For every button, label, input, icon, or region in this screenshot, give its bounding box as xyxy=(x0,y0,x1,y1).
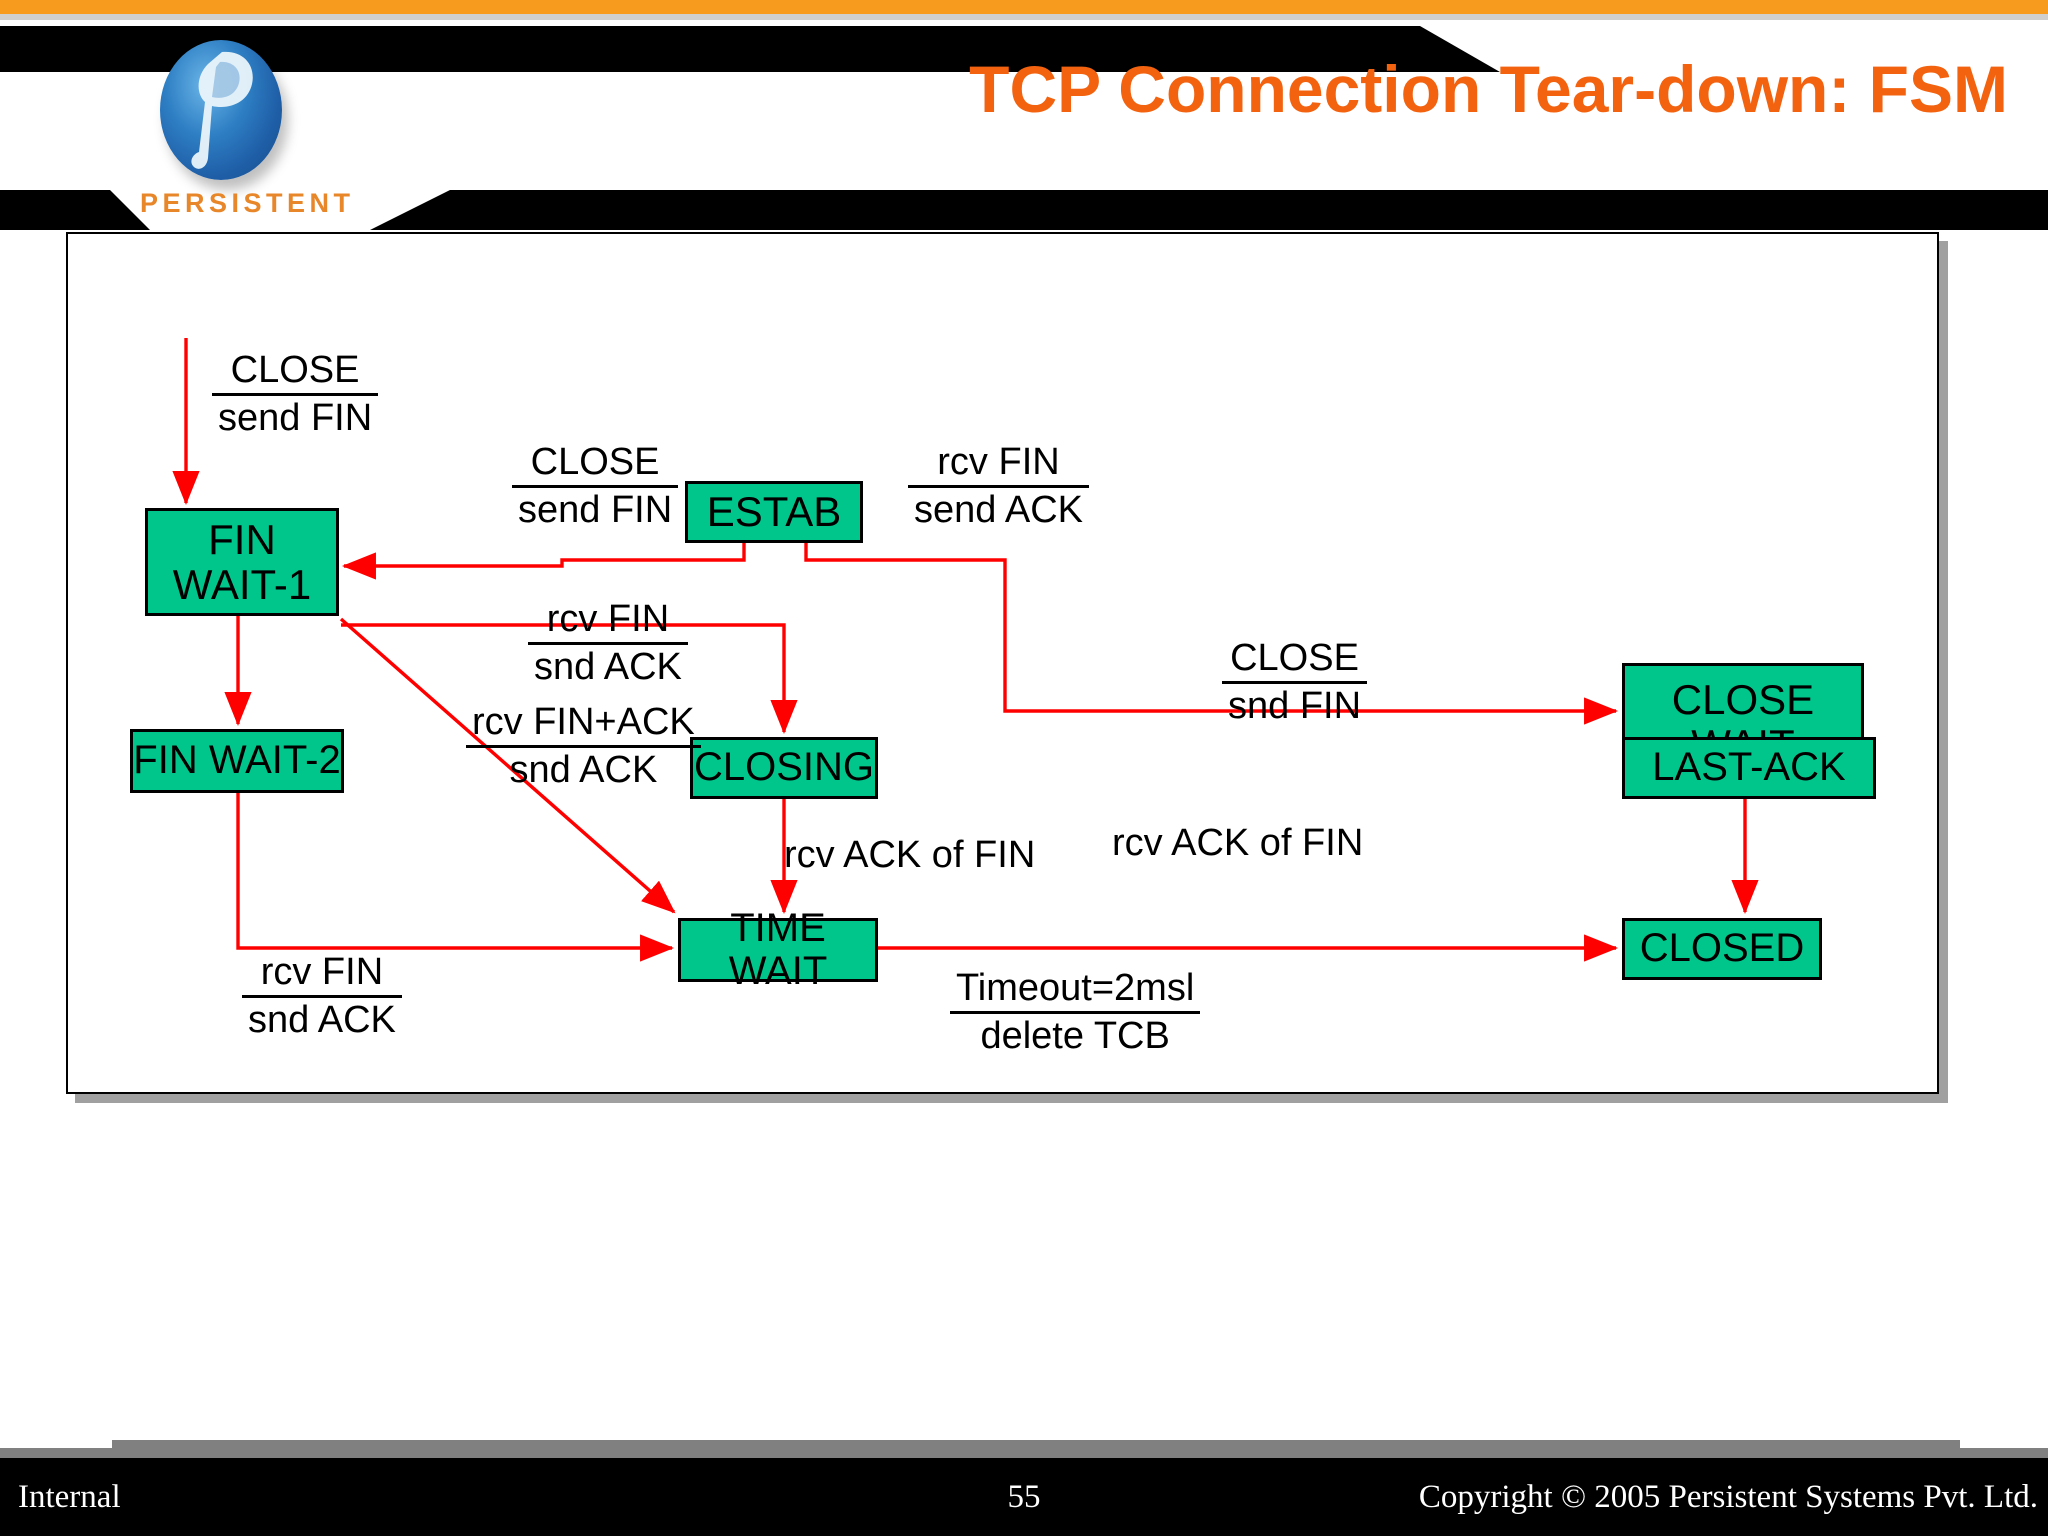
transition-event: CLOSE xyxy=(230,349,360,391)
state-last-ack[interactable]: LAST-ACK xyxy=(1622,737,1876,799)
transition-label-rcv-fin-ack-snd-ack: rcv FIN+ACK snd ACK xyxy=(466,700,701,793)
transition-label-rcv-fin-snd-ack-finwait2: rcv FIN snd ACK xyxy=(242,950,402,1043)
footer-notch-left xyxy=(0,1440,112,1448)
persistent-logo: PERSISTENT xyxy=(140,40,355,240)
transition-event: CLOSE xyxy=(530,441,660,483)
state-fin-wait-2[interactable]: FIN WAIT-2 xyxy=(130,729,344,793)
transition-action: delete TCB xyxy=(950,1010,1201,1059)
state-estab-label: ESTAB xyxy=(706,488,842,536)
transition-label-rcv-ack-of-fin-closing: rcv ACK of FIN xyxy=(784,834,1036,876)
logo-p-glyph-icon xyxy=(191,51,253,169)
transition-event: Timeout=2msl xyxy=(956,967,1195,1009)
transition-label-rcv-ack-of-fin-lastack: rcv ACK of FIN xyxy=(1112,822,1364,864)
state-closed[interactable]: CLOSED xyxy=(1622,918,1822,980)
footer-classification: Internal xyxy=(18,1479,121,1515)
footer-grey-band xyxy=(0,1440,2048,1458)
state-time-wait-label: TIME WAIT xyxy=(728,905,828,993)
page-title: TCP Connection Tear-down: FSM xyxy=(969,52,2008,126)
footer-notch-right xyxy=(1960,1440,2048,1448)
transition-action: send ACK xyxy=(908,484,1089,533)
transition-label-close-send-fin-estab: CLOSE send FIN xyxy=(512,440,679,533)
transition-event: CLOSE xyxy=(1230,637,1359,679)
transition-event: rcv FIN+ACK xyxy=(472,701,695,743)
transition-action: send FIN xyxy=(512,484,679,533)
footer-page-number: 55 xyxy=(1007,1479,1041,1515)
state-time-wait[interactable]: TIME WAIT xyxy=(678,906,878,993)
transition-action: snd ACK xyxy=(242,994,402,1043)
state-closed-label: CLOSED xyxy=(1639,926,1805,971)
header-black-band-bottom-left xyxy=(0,190,150,230)
state-estab[interactable]: ESTAB xyxy=(685,481,863,543)
transition-action: snd FIN xyxy=(1222,680,1368,729)
top-accent-bar-shadow xyxy=(0,14,2048,20)
state-closing-label: CLOSING xyxy=(693,745,875,790)
transition-event: rcv FIN xyxy=(937,441,1060,483)
top-accent-bar xyxy=(0,0,2048,14)
header-black-band-bottom-right xyxy=(370,190,2048,230)
transition-action: snd ACK xyxy=(528,641,688,690)
logo-wordmark: PERSISTENT xyxy=(140,188,355,218)
transition-event: rcv FIN xyxy=(260,951,384,993)
transition-action: snd ACK xyxy=(466,744,701,793)
footer-black-band xyxy=(0,1458,2048,1536)
transition-label-rcv-fin-send-ack: rcv FIN send ACK xyxy=(908,440,1089,533)
state-closing[interactable]: CLOSING xyxy=(690,737,878,799)
state-fin-wait-2-label: FIN WAIT-2 xyxy=(133,738,341,783)
transition-action: send FIN xyxy=(212,392,379,441)
transition-label-close-send-fin-initial: CLOSE send FIN xyxy=(212,348,379,441)
transition-label-close-snd-fin: CLOSE snd FIN xyxy=(1222,636,1368,729)
state-last-ack-label: LAST-ACK xyxy=(1652,745,1846,790)
transition-label-timeout-delete-tcb: Timeout=2msl delete TCB xyxy=(950,966,1201,1059)
transition-label-rcv-fin-snd-ack: rcv FIN snd ACK xyxy=(528,597,688,690)
logo-globe-icon xyxy=(160,40,282,180)
footer-copyright: Copyright © 2005 Persistent Systems Pvt.… xyxy=(1418,1479,2038,1515)
transition-event: rcv FIN xyxy=(546,598,670,640)
